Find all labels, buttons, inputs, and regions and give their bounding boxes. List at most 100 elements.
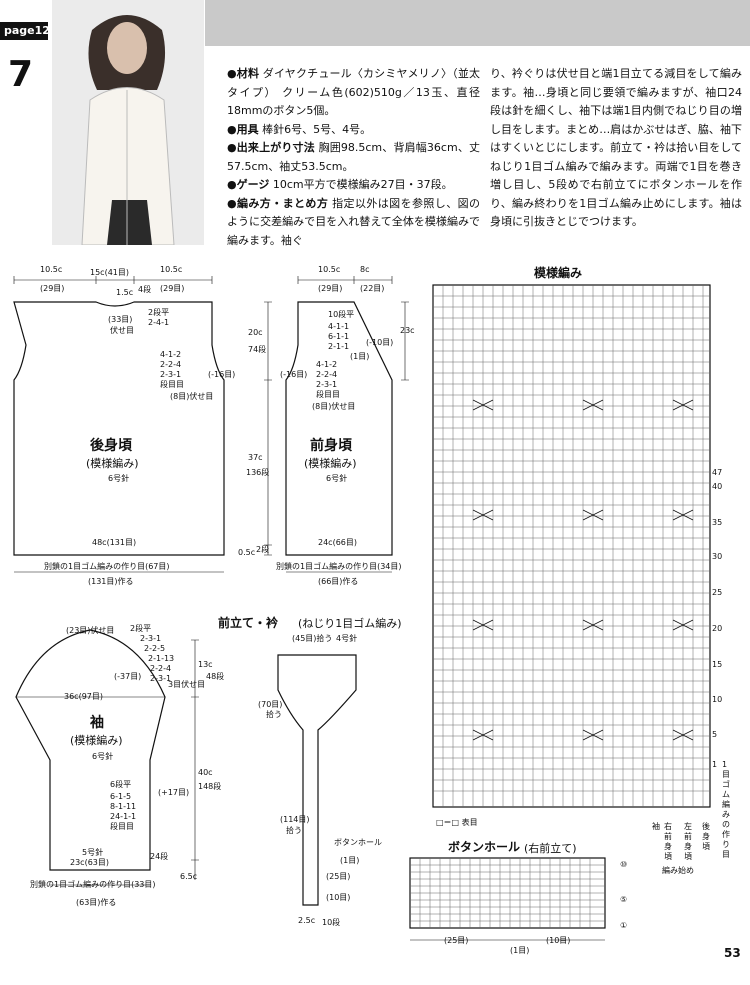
sleeve-h2-rows: 148段 xyxy=(198,782,222,791)
front-h1: 23c xyxy=(400,326,415,335)
band-subtitle: (ねじり1目ゴム編み) xyxy=(298,617,402,630)
front-sts-left: (29目) xyxy=(318,284,343,293)
gauge-lead: ●ゲージ xyxy=(227,178,270,191)
size-lead: ●出来上がり寸法 xyxy=(227,141,315,154)
sleeve-cap-6: 2-3-1 xyxy=(150,674,172,683)
back-neck-rows: 4段 xyxy=(138,285,152,294)
back-arm-1: 4-1-2 xyxy=(160,350,182,359)
back-sts-right: (29目) xyxy=(160,284,185,293)
front-cast-on: 別鎖の1目ゴム編みの作り目(34目) xyxy=(276,562,402,571)
page-tab: page12 xyxy=(0,22,50,40)
front-neck-2: 4-1-1 xyxy=(328,322,350,331)
band-pickup-front-label: 拾う xyxy=(286,826,302,835)
materials-lead: ●材料 xyxy=(227,67,260,80)
back-h2: 37c xyxy=(248,453,263,462)
back-arm-dec: (-16目) xyxy=(208,370,236,379)
page-number: 53 xyxy=(724,946,741,960)
buttonhole-row-5: ⑤ xyxy=(620,895,628,904)
tools-lead: ●用具 xyxy=(227,122,259,136)
buttonhole-10: (10目) xyxy=(546,936,571,945)
buttonhole-1: (1目) xyxy=(510,946,530,955)
front-arm-bindoff: (8目)伏せ目 xyxy=(312,402,356,411)
front-arm-key: 段目目 xyxy=(316,390,340,399)
back-arm-key: 段目目 xyxy=(160,380,184,389)
band-needle: 4号針 xyxy=(336,634,358,643)
back-arm-2: 2-2-4 xyxy=(160,360,182,369)
sleeve-inc-1: 6段平 xyxy=(110,780,132,789)
back-needle: 6号針 xyxy=(108,474,130,483)
band-pickup-front: (114目) xyxy=(280,815,310,824)
sleeve-cast-on: 別鎖の1目ゴム編みの作り目(33目) xyxy=(30,880,156,889)
back-width-right: 10.5c xyxy=(160,265,183,274)
front-arm-2: 2-2-4 xyxy=(316,370,338,379)
front-body-subtitle: (模様編み) xyxy=(304,457,357,470)
sleeve-cap-2: 2-3-1 xyxy=(140,634,162,643)
chart-label-left-front: 左前身頃 xyxy=(684,822,692,861)
chart-side-label: 1目ゴム編みの作り目 xyxy=(722,760,730,859)
front-neck-6: (-10目) xyxy=(366,338,394,347)
back-h1: 20c xyxy=(248,328,263,337)
chart-start-label: 編み始め xyxy=(662,866,694,875)
back-h3: 0.5c xyxy=(238,548,256,557)
sleeve-subtitle: (模様編み) xyxy=(70,734,123,747)
band-outline xyxy=(277,654,357,906)
back-body-outline xyxy=(13,301,225,556)
sleeve-h2: 40c xyxy=(198,768,213,777)
band-buttonhole: ボタンホール xyxy=(334,838,382,847)
band-pickup-neck: (70目) xyxy=(258,700,283,709)
sleeve-cuff-width: 23c(63目) xyxy=(70,858,109,867)
chart-frame xyxy=(432,284,711,808)
chart-row-10: 10 xyxy=(712,695,723,704)
chart-label-back: 後身頃 xyxy=(702,822,710,851)
sleeve-bindoff: (23目)伏せ目 xyxy=(66,626,115,635)
band-10: (10目) xyxy=(326,893,351,902)
method-continued: り、衿ぐりは伏せ目と端1目立てる減目をして編みます。袖…身頃と同じ要領で編みます… xyxy=(490,67,742,228)
buttonhole-row-1: ① xyxy=(620,921,628,930)
sleeve-title: 袖 xyxy=(90,715,104,731)
back-neck-dec: 2-4-1 xyxy=(148,318,170,327)
sleeve-cap-1: 2段平 xyxy=(130,624,152,633)
sleeve-make: (63目)作る xyxy=(76,898,117,907)
chart-legend: □＝□ 表目 xyxy=(436,818,478,827)
instructions-col1: ●材料 ダイヤクチュール〈カシミヤメリノ〉（並太タイプ） クリーム色(602)5… xyxy=(227,65,480,250)
front-width-right: 8c xyxy=(360,265,370,274)
band-buttonhole-sts: (1目) xyxy=(340,856,360,865)
back-body-subtitle: (模様編み) xyxy=(86,457,139,470)
sleeve-outline xyxy=(15,629,166,871)
method-text: 指定以外は図を参照し、図のように交差編みで目を入れ替えて全体を模様編みで編みます… xyxy=(227,196,481,247)
buttonhole-title: ボタンホール xyxy=(448,840,521,854)
front-body-outline xyxy=(285,301,393,556)
sleeve-inc-4: 24-1-1 xyxy=(110,812,137,821)
chart-title: 模様編み xyxy=(534,266,583,280)
sleeve-h3-rows: 24段 xyxy=(150,852,169,861)
front-neck-1: 10段平 xyxy=(328,310,355,319)
chart-row-25: 25 xyxy=(712,588,723,597)
chart-row-5: 5 xyxy=(712,730,718,739)
front-arm-1: 4-1-2 xyxy=(316,360,338,369)
sleeve-h1: 13c xyxy=(198,660,213,669)
instructions-col2: り、衿ぐりは伏せ目と端1目立てる減目をして編みます。袖…身頃と同じ要領で編みます… xyxy=(490,65,742,232)
gauge-text: 10cm平方で模様編み27目・37段。 xyxy=(272,178,453,191)
back-width-center: 15c(41目) xyxy=(90,268,129,277)
method-lead: ●編み方・まとめ方 xyxy=(227,196,329,210)
chart-label-right-front: 右前身頃 xyxy=(664,822,672,861)
chart-row-35: 35 xyxy=(712,518,723,527)
chart-row-1: 1 xyxy=(712,760,718,769)
front-width-left: 10.5c xyxy=(318,265,341,274)
back-h3-rows: 2段 xyxy=(256,545,270,554)
back-neck-depth: 1.5c xyxy=(116,288,134,297)
sleeve-h1-rows: 48段 xyxy=(206,672,225,681)
back-neck-sts: (33目) xyxy=(108,315,133,324)
size-text: 胸囲98.5cm、背肩幅36cm、丈57.5cm、袖丈53.5cm。 xyxy=(227,141,481,173)
front-arm-3: 2-3-1 xyxy=(316,380,338,389)
chart-row-20: 20 xyxy=(712,624,723,633)
sleeve-width: 36c(97目) xyxy=(64,692,103,701)
chart-label-sleeve: 袖 xyxy=(652,822,660,831)
sleeve-inc-key: 段目目 xyxy=(110,822,134,831)
back-arm-bindoff: (8目)伏せ目 xyxy=(170,392,214,401)
back-arm-3: 2-3-1 xyxy=(160,370,182,379)
front-sts-right: (22目) xyxy=(360,284,385,293)
back-body-title: 後身頃 xyxy=(90,438,132,454)
front-neck-5: (1目) xyxy=(350,352,370,361)
sleeve-h3: 6.5c xyxy=(180,872,198,881)
